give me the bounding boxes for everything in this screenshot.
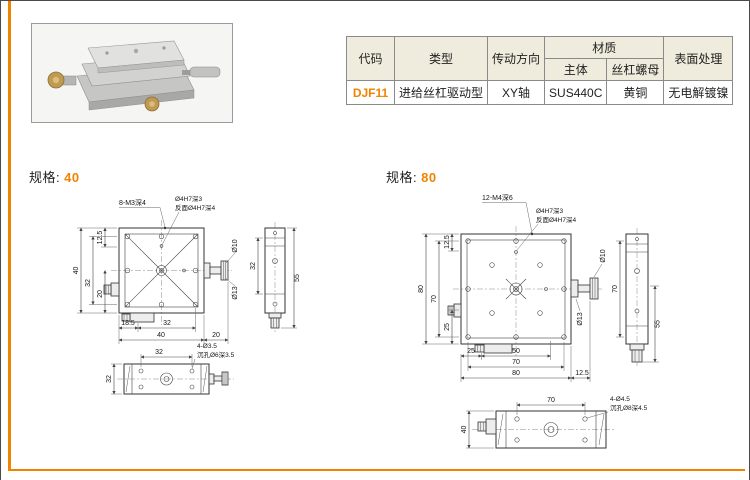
thread-note-40: 8-M3深4 (119, 198, 146, 207)
plan-80-annotations: 12-M4深6 Ø4H7深3 反面Ø4H7深4 (482, 193, 576, 251)
dim-40-bottom-offset: 18.5 (121, 320, 135, 327)
spec-80-label-text: 规格: (386, 170, 418, 185)
dim-80-bottom-offset: 25 (467, 348, 475, 355)
dim-40-overall-width: 40 (157, 332, 165, 339)
side-view-40: 32 55 (250, 222, 301, 332)
spec-80-size-value: 80 (421, 170, 437, 185)
plan-view-80 (447, 226, 602, 356)
dim-80-knob: 12.5 (575, 370, 589, 377)
cbore-note-40-1: 4-Ø3.5 (197, 343, 217, 350)
product-material-nut: 黄铜 (606, 80, 665, 105)
dim-80-top-offset: 12.5 (444, 235, 451, 249)
pin-back-note-80: 反面Ø4H7深4 (536, 215, 576, 224)
dim-40-body-dia: Ø13 (232, 286, 239, 299)
product-photo-box (31, 23, 233, 123)
plan-80-bottom-dims: 25 50 70 80 12.5 (460, 301, 591, 382)
dim-40-top-offset: 12.5 (97, 231, 104, 245)
pin-note-40: Ø4H7深3 (175, 194, 202, 203)
dim-40-hole-span-v: 32 (85, 279, 92, 287)
dim-40-overall-height: 40 (73, 267, 80, 275)
col-header-material-nut: 丝杠螺母 (606, 58, 665, 81)
product-type: 进给丝杠驱动型 (393, 80, 489, 105)
dim-40-side-overall: 55 (294, 274, 301, 282)
spec-40-label: 规格:40 (29, 167, 379, 186)
spec-40-size-value: 40 (64, 170, 80, 185)
pin-note-80: Ø4H7深3 (536, 206, 563, 215)
dim-80-side-height: 70 (612, 285, 619, 293)
bottom-view-80: 70 4-Ø4.5 沉孔Ø8深4.5 40 (461, 396, 648, 449)
dim-80-body-dia: Ø13 (577, 312, 584, 325)
col-header-type: 类型 (393, 36, 489, 81)
plan-80-diameters: Ø10 Ø13 (575, 249, 607, 326)
cbore-note-80-1: 4-Ø4.5 (610, 396, 630, 403)
spec-section-80: 规格:80 (386, 167, 741, 480)
drawing-40: 8-M3深4 Ø4H7深3 反面Ø4H7深4 40 32 1 (73, 194, 301, 395)
dim-40-side-height: 32 (250, 262, 257, 270)
dim-80-shaft-dia: Ø10 (600, 249, 607, 262)
plan-40-annotations: 8-M3深4 Ø4H7深3 反面Ø4H7深4 (119, 194, 215, 245)
dim-40-bottom-height: 32 (106, 375, 113, 383)
product-direction: XY轴 (487, 80, 546, 105)
dim-80-hole-span-h: 70 (512, 359, 520, 366)
dim-80-overall-height: 80 (418, 285, 425, 293)
dim-40-bottom-hole-span: 32 (155, 349, 163, 356)
product-material-body: SUS440C (544, 80, 608, 105)
dim-80-hole-span-v: 70 (431, 295, 438, 303)
pin-back-note-40: 反面Ø4H7深4 (175, 203, 215, 212)
col-header-material: 材质 (544, 36, 665, 59)
dim-40-lower: 20 (97, 290, 104, 298)
spec-section-40: 规格:40 (29, 167, 379, 413)
product-photo (32, 24, 232, 122)
dim-80-side-overall: 55 (655, 320, 662, 328)
product-code: DJF11 (346, 80, 395, 105)
accent-bottom-bar (8, 469, 745, 471)
dim-40-shaft-dia: Ø10 (232, 239, 239, 252)
spec-40-label-text: 规格: (29, 170, 61, 185)
product-spec-table: 代码 类型 传动方向 材质 表面处理 主体 丝杠螺母 DJF11 进给丝杠驱动型… (346, 36, 734, 105)
dim-80-lower: 25 (444, 323, 451, 331)
plan-view-40 (103, 220, 232, 325)
drawing-80: 12-M4深6 Ø4H7深3 反面Ø4H7深4 80 70 (418, 193, 662, 449)
plan-40-left-dims: 40 32 12.5 20 (73, 227, 117, 314)
col-header-surface: 表面处理 (663, 36, 734, 81)
accent-left-bar (8, 1, 11, 471)
dim-80-bottom-hole-span: 70 (547, 397, 555, 404)
dim-40-knob: 20 (212, 332, 220, 339)
spec-80-label: 规格:80 (386, 167, 741, 186)
dim-40-hole-span-h: 32 (163, 320, 171, 327)
col-header-direction: 传动方向 (487, 36, 546, 81)
cbore-note-40-2: 沉孔Ø6深3.5 (197, 350, 235, 359)
thread-note-80: 12-M4深6 (482, 193, 513, 202)
dim-80-overall-width: 80 (512, 370, 520, 377)
side-view-80: 70 55 (612, 228, 662, 366)
table-row: DJF11 进给丝杠驱动型 XY轴 SUS440C 黄铜 无电解镀镍 (346, 80, 734, 105)
dim-80-inner: 50 (512, 348, 520, 355)
plan-40-bottom-dims: 18.5 32 40 20 (118, 282, 229, 344)
plan-40-diameters: Ø10 Ø13 (224, 239, 239, 300)
bottom-view-40: 32 4-Ø3.5 沉孔Ø6深3.5 32 (106, 343, 235, 395)
col-header-material-body: 主体 (544, 58, 608, 81)
product-surface: 无电解镀镍 (663, 80, 734, 105)
cbore-note-80-2: 沉孔Ø8深4.5 (610, 403, 648, 412)
col-header-code: 代码 (346, 36, 395, 81)
dim-80-bottom-height: 40 (461, 426, 468, 434)
plan-80-left-dims: 80 70 12.5 25 (418, 233, 459, 345)
